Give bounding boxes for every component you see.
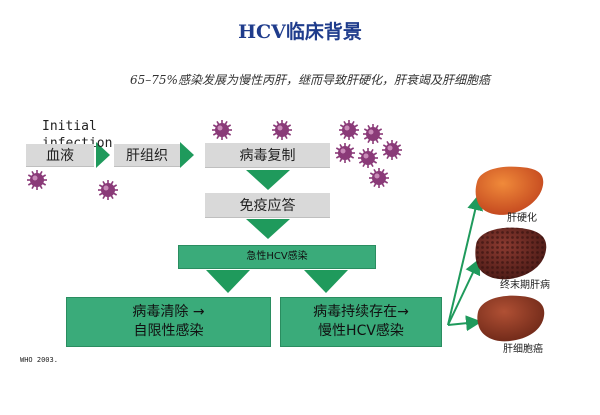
virus-replication-box: 病毒复制 <box>205 143 330 168</box>
viral-clearance-box: 病毒清除 → 自限性感染 <box>66 297 271 347</box>
persistence-line1: 病毒持续存在→ <box>313 304 409 321</box>
virus-icon <box>27 170 47 190</box>
liver-tissue-box: 肝组织 <box>114 144 180 167</box>
clearance-line2: 自限性感染 <box>133 323 204 339</box>
virus-icon <box>98 180 118 200</box>
blood-box: 血液 <box>26 144 94 167</box>
clearance-line1: 病毒清除 → <box>132 304 205 321</box>
virus-icon <box>272 120 292 140</box>
acute-infection-box: 急性HCV感染 <box>178 245 376 269</box>
virus-icon <box>212 120 232 140</box>
arrow-to-hcc <box>447 315 482 332</box>
virus-icon <box>369 168 389 188</box>
arrow-icon: → <box>192 304 205 321</box>
liver-cirrhosis-icon <box>475 166 544 215</box>
virus-icon <box>363 124 383 144</box>
page-title: HCV临床背景 <box>238 21 362 43</box>
arrow-icon: → <box>397 304 409 321</box>
arrow-down-right <box>304 270 348 293</box>
arrow-down-2 <box>246 219 290 239</box>
source-note: WHO 2003. <box>20 356 58 364</box>
persistence-line2: 慢性HCV感染 <box>318 323 404 339</box>
cirrhosis-label: 肝硬化 <box>507 213 537 224</box>
virus-icon <box>335 143 355 163</box>
viral-persistence-box: 病毒持续存在→ 慢性HCV感染 <box>280 297 442 347</box>
immune-response-box: 免疫应答 <box>205 193 330 218</box>
virus-icon <box>358 148 378 168</box>
liver-hcc-icon <box>477 295 545 342</box>
arrow-down-left <box>206 270 250 293</box>
arrow-to-end-stage <box>447 258 481 326</box>
arrow-right-1 <box>96 142 110 168</box>
liver-end-stage-icon <box>475 227 547 280</box>
virus-icon <box>339 120 359 140</box>
acute-infection-label: 急性HCV感染 <box>246 251 308 263</box>
arrow-down-1 <box>246 170 290 190</box>
virus-icon <box>382 140 402 160</box>
subtitle: 65–75%感染发展为慢性丙肝，继而导致肝硬化，肝衰竭及肝细胞癌 <box>130 73 490 87</box>
arrow-to-cirrhosis <box>447 194 484 326</box>
hcc-label: 肝细胞癌 <box>503 344 543 355</box>
end-stage-label: 终末期肝病 <box>500 280 550 291</box>
arrow-right-2 <box>180 142 194 168</box>
